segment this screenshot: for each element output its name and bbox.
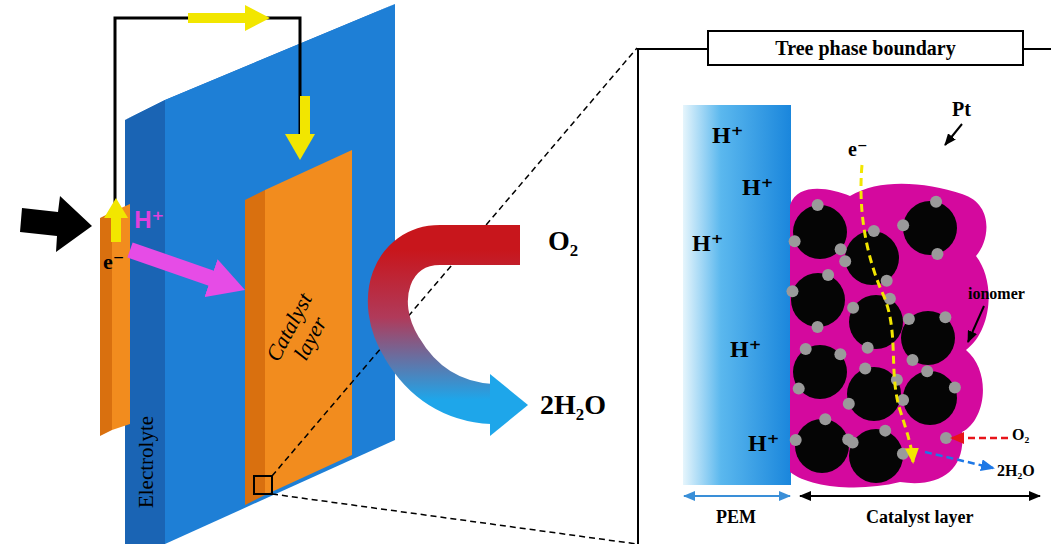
proton-label: H⁺ bbox=[742, 174, 773, 200]
platinum-particle bbox=[843, 398, 855, 410]
platinum-particle bbox=[897, 219, 909, 231]
pt-pointer bbox=[945, 124, 962, 145]
platinum-particle bbox=[786, 285, 798, 297]
platinum-particle bbox=[839, 255, 851, 267]
platinum-particle bbox=[812, 321, 824, 333]
slab-label: Electrolyte bbox=[135, 416, 158, 508]
platinum-particle bbox=[790, 434, 802, 446]
platinum-particle bbox=[789, 235, 801, 247]
platinum-particle bbox=[819, 413, 831, 425]
proton-flow-arrow bbox=[130, 250, 219, 281]
platinum-particle bbox=[800, 343, 812, 355]
platinum-particle bbox=[881, 275, 893, 287]
zoom-leader bbox=[272, 48, 637, 476]
electron-down-shaft bbox=[300, 96, 310, 134]
slab-label: Catalyst layer bbox=[256, 279, 344, 386]
slab-label: e⁻ bbox=[103, 250, 124, 274]
oxygen-label: O₂ bbox=[548, 226, 578, 257]
carbon-particle bbox=[903, 201, 957, 255]
platinum-particle bbox=[891, 374, 903, 386]
platinum-particle bbox=[940, 432, 952, 444]
platinum-label: Pt bbox=[952, 98, 971, 120]
carbon-support bbox=[786, 196, 960, 483]
proton-label: H⁺ bbox=[730, 336, 761, 362]
catalyst-layer-face: Catalyst layer bbox=[245, 160, 355, 505]
catalyst-side bbox=[245, 190, 265, 505]
catalyst-span bbox=[800, 495, 1040, 497]
ionomer-pointer bbox=[968, 306, 984, 342]
platinum-particle bbox=[822, 269, 834, 281]
zoom-callout bbox=[254, 476, 272, 494]
oxygen-label: O₂ bbox=[1012, 426, 1029, 444]
pem-band bbox=[683, 105, 791, 485]
carbon-particle bbox=[903, 371, 957, 425]
electrolyte-slab: Electrolyte bbox=[130, 392, 164, 532]
electron-path bbox=[861, 165, 913, 462]
carbon-particle bbox=[849, 295, 903, 349]
carbon-particle bbox=[849, 429, 903, 483]
electron-label: e⁻ bbox=[848, 138, 867, 160]
anode-slab: e⁻ bbox=[100, 204, 130, 436]
oxygen-water-band bbox=[388, 245, 520, 404]
catalyst-layer-label: Catalyst layer bbox=[866, 508, 973, 528]
anode-side bbox=[100, 212, 112, 436]
platinum-particle bbox=[835, 243, 847, 255]
ionomer-label: ionomer bbox=[968, 285, 1025, 303]
platinum-particle bbox=[793, 383, 805, 395]
platinum-particle bbox=[862, 342, 874, 354]
platinum-particle bbox=[931, 248, 943, 260]
proton-label: H⁺ bbox=[692, 230, 723, 256]
carbon-particle bbox=[791, 273, 845, 327]
platinum-particle bbox=[847, 302, 859, 314]
platinum-particle bbox=[879, 425, 891, 437]
pem-label: PEM bbox=[716, 508, 756, 528]
platinum-particle bbox=[930, 196, 942, 208]
electron-right-arrow bbox=[188, 5, 270, 31]
carbon-particle bbox=[795, 419, 849, 473]
platinum-particle bbox=[897, 448, 909, 460]
panel-heading: Tree phase boundary bbox=[707, 30, 1024, 66]
oxygen-arrow bbox=[952, 437, 1008, 440]
proton-label: H⁺ bbox=[748, 430, 779, 456]
platinum-particle bbox=[868, 225, 880, 237]
input-arrow bbox=[20, 196, 92, 252]
platinum-particle bbox=[907, 354, 919, 366]
zoom-leader bbox=[272, 494, 637, 544]
platinum-particle bbox=[847, 437, 859, 449]
carbon-particle bbox=[793, 345, 847, 399]
water-label: 2H₂O bbox=[997, 462, 1035, 480]
platinum-particle bbox=[859, 362, 871, 374]
external-circuit-wire bbox=[115, 18, 300, 204]
carbon-particle bbox=[793, 205, 847, 259]
water-label: 2H₂O bbox=[540, 390, 606, 421]
edge-label: H⁺ bbox=[134, 207, 164, 233]
platinum-particle bbox=[921, 365, 933, 377]
pem-span bbox=[684, 495, 790, 497]
platinum-particle bbox=[939, 311, 951, 323]
platinum-particle bbox=[903, 313, 915, 325]
platinum-particle bbox=[834, 348, 846, 360]
ionomer-film bbox=[790, 184, 989, 488]
platinum-particle bbox=[812, 199, 824, 211]
water-arrowhead bbox=[490, 374, 528, 436]
platinum-particle bbox=[949, 381, 961, 393]
electrolyte-side bbox=[125, 100, 165, 544]
electron-up-arrow bbox=[104, 198, 128, 242]
proton-label: H⁺ bbox=[712, 122, 743, 148]
water-arrow bbox=[925, 452, 993, 468]
